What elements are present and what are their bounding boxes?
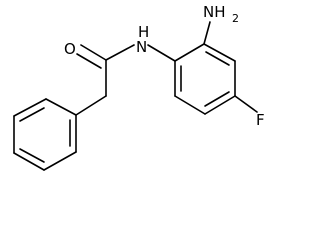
ring-to-fluorine-bond bbox=[234, 95, 258, 113]
carbonyl-to-nitrogen-bond bbox=[105, 44, 135, 61]
aniline-bond-2 bbox=[203, 43, 236, 62]
phenyl-bond-5 bbox=[43, 151, 77, 171]
phenyl-inner-bond-1 bbox=[19, 107, 45, 122]
phenyl-bond-4 bbox=[13, 152, 45, 171]
aniline-inner-bond-3 bbox=[204, 91, 230, 107]
nitrogen-to-ring-bond bbox=[147, 44, 176, 62]
aniline-bond-4 bbox=[204, 95, 236, 115]
chemical-structure-diagram: O H N NH 2 F bbox=[13, 3, 265, 171]
amide-hydrogen-label: H bbox=[138, 23, 149, 41]
ring-to-amine-bond bbox=[203, 21, 211, 45]
bonds bbox=[13, 21, 258, 171]
aniline-inner-bond-2 bbox=[205, 51, 230, 66]
carbonyl-double-bond-1 bbox=[80, 44, 107, 61]
phenyl-inner-bond-2 bbox=[19, 148, 45, 163]
phenyl-bond-2 bbox=[13, 98, 47, 117]
amine-nitrogen-label: NH bbox=[203, 3, 226, 21]
amine-subscript-label: 2 bbox=[232, 12, 239, 25]
amide-nitrogen-label: N bbox=[136, 38, 147, 56]
fluorine-label: F bbox=[256, 111, 265, 129]
oxygen-label: O bbox=[64, 40, 76, 58]
aniline-bond-1 bbox=[174, 43, 205, 62]
atom-labels: O H N NH 2 F bbox=[64, 3, 265, 129]
carbonyl-double-bond-2 bbox=[76, 53, 102, 69]
aniline-bond-5 bbox=[174, 95, 206, 115]
methylene-to-phenyl-bond bbox=[75, 95, 107, 116]
phenyl-bond-1 bbox=[45, 98, 77, 116]
